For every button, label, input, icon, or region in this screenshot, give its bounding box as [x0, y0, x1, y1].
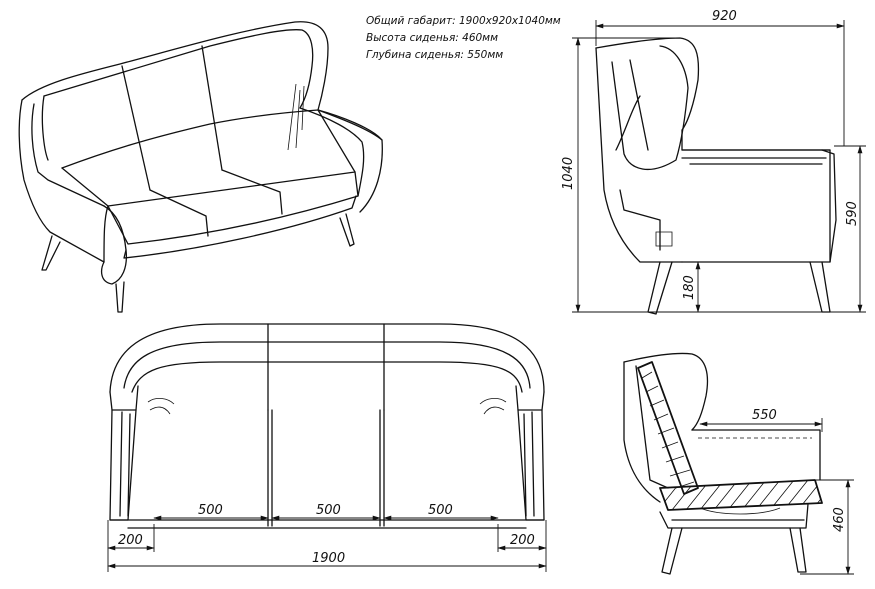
front-right-arm-inner — [523, 411, 535, 517]
iso-left-arm-front — [100, 205, 128, 285]
front-back-outer — [109, 323, 545, 393]
section-back-inner — [635, 365, 669, 489]
iso-leg-front — [115, 281, 125, 313]
section-leg-rear — [661, 527, 683, 575]
iso-left-wing — [18, 99, 109, 263]
iso-seat-front — [107, 171, 359, 245]
front-cushion-line-1 — [267, 409, 273, 527]
dim-side-depth: 920 — [712, 9, 737, 24]
dim-section-seat-height: 460 — [832, 507, 847, 532]
iso-leg-left — [41, 235, 61, 271]
dim-side-leg-height: 180 — [682, 275, 697, 300]
front-tuft-left — [147, 398, 175, 415]
section-back-frame-hatch — [641, 371, 695, 489]
side-cushion — [619, 189, 661, 251]
section-arm-outline — [691, 429, 821, 481]
iso-right-arm-inner — [299, 107, 365, 197]
side-view: 920 1040 590 180 — [561, 9, 866, 315]
side-arm-front — [821, 149, 837, 263]
seat-height-text: Высота сиденья: 460мм — [366, 32, 498, 44]
front-view: 500 500 500 200 200 1900 — [107, 323, 547, 572]
dim-front-seat-3: 500 — [428, 503, 453, 518]
iso-seat-top — [61, 109, 356, 207]
iso-back-bottom — [61, 109, 319, 169]
side-leg-front — [809, 261, 831, 313]
dim-front-seat-1: 500 — [198, 503, 223, 518]
front-left-arm-top — [109, 385, 139, 411]
dim-front-seat-2: 500 — [316, 503, 341, 518]
front-back-rail — [131, 361, 523, 393]
iso-right-arm — [317, 109, 383, 213]
section-seat-cushion — [659, 479, 823, 511]
side-inner-detail — [655, 231, 673, 247]
iso-back-cushion-line-2 — [201, 45, 223, 171]
side-seat-line — [681, 157, 827, 165]
section-back-outline — [623, 352, 709, 431]
dim-side-back-height: 590 — [845, 201, 860, 226]
iso-back-shell — [21, 21, 383, 141]
dim-section-seat-depth: 550 — [752, 408, 777, 423]
iso-left-wing-roll — [41, 95, 49, 161]
section-back-frame — [637, 361, 699, 495]
front-cushion-line-2 — [379, 409, 385, 527]
iso-leg-right — [339, 213, 355, 247]
side-wing-outline — [595, 37, 831, 263]
side-wing-fold — [615, 59, 649, 151]
isometric-view — [18, 21, 383, 313]
section-seat-hatch — [660, 480, 822, 510]
side-back-rear — [595, 47, 683, 263]
section-leg-front — [789, 527, 807, 573]
section-base-frame — [659, 503, 809, 529]
front-right-arm — [517, 409, 545, 521]
iso-seat-split-2 — [221, 169, 283, 215]
dim-front-total-width: 1900 — [312, 551, 345, 566]
dim-front-arm-right: 200 — [510, 533, 535, 548]
specifications: Общий габарит: 1900х920х1040мм Высота си… — [366, 15, 561, 61]
iso-back-inner — [43, 29, 314, 109]
section-back-rear — [623, 361, 661, 503]
seat-depth-text: Глубина сиденья: 550мм — [366, 49, 503, 61]
front-left-arm — [109, 409, 137, 521]
front-tuft-right — [479, 398, 507, 415]
dim-side-height: 1040 — [561, 157, 576, 190]
front-back-inner — [123, 341, 531, 389]
front-left-arm-inner — [119, 411, 131, 517]
side-leg-rear — [647, 261, 673, 315]
section-spring — [699, 507, 781, 515]
iso-seat-split-1 — [149, 189, 209, 237]
front-right-arm-top — [515, 385, 545, 411]
overall-dimensions-text: Общий габарит: 1900х920х1040мм — [366, 15, 561, 27]
iso-stitch — [287, 83, 305, 151]
section-view: 550 460 — [623, 352, 854, 575]
side-wing-inner — [611, 45, 689, 170]
dim-front-arm-left: 200 — [118, 533, 143, 548]
iso-base — [123, 195, 357, 259]
iso-left-wing-inner — [31, 103, 105, 207]
iso-back-cushion-line-1 — [121, 65, 151, 191]
